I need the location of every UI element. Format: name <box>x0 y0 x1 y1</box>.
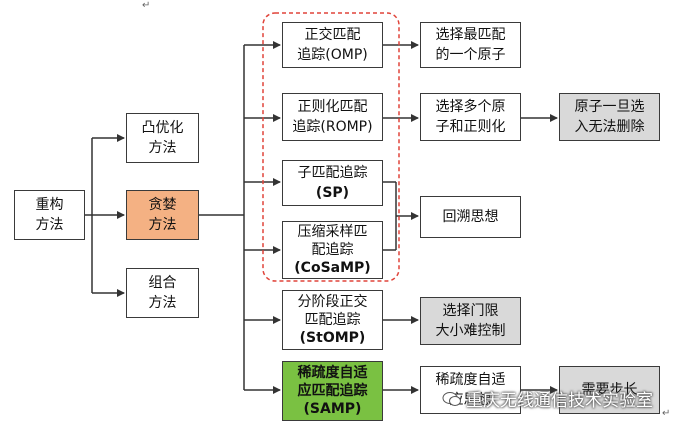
romp-desc-line2: 子和正则化 <box>435 119 506 135</box>
node-greedy: 贪婪 方法 <box>126 190 199 240</box>
node-convex: 凸优化 方法 <box>126 113 199 163</box>
stomp-line2: 匹配追踪 <box>304 312 361 328</box>
backtrack-line1: 回溯思想 <box>442 209 499 225</box>
node-samp: 稀疏度自适 应匹配追踪 (SAMP) <box>282 361 383 421</box>
convex-line1: 凸优化 <box>141 120 184 136</box>
greedy-line1: 贪婪 <box>148 197 177 213</box>
node-backtrack: 回溯思想 <box>420 196 521 238</box>
omp-desc-line2: 的一个原子 <box>435 47 506 63</box>
node-stomp: 分阶段正交 匹配追踪 (StOMP) <box>282 290 383 350</box>
paragraph-mark-bottom: ↵ <box>662 408 671 419</box>
watermark-text: 重庆无线通信技术实验室 <box>466 391 653 411</box>
combo-line2: 方法 <box>148 295 177 311</box>
stomp-drawback-line1: 选择门限 <box>442 303 499 319</box>
omp-line2: 追踪(OMP) <box>297 47 368 63</box>
node-samp-desc: 稀疏度自适 应思想 <box>420 366 521 414</box>
omp-desc-line1: 选择最匹配 <box>435 27 506 43</box>
node-omp-desc: 选择最匹配 的一个原子 <box>420 22 521 68</box>
node-romp-desc: 选择多个原 子和正则化 <box>420 93 521 141</box>
watermark: 重庆无线通信技术实验室 <box>442 386 653 411</box>
node-samp-drawback: 需要步长 <box>559 366 660 414</box>
samp-line2: 应匹配追踪 <box>297 383 368 399</box>
stomp-drawback-line2: 大小难控制 <box>435 323 506 339</box>
node-sp: 子匹配追踪 (SP) <box>282 160 383 206</box>
samp-line3: (SAMP) <box>303 401 362 417</box>
paragraph-mark-top: ↵ <box>142 0 151 11</box>
sp-line1: 子匹配追踪 <box>297 165 368 181</box>
convex-line2: 方法 <box>148 140 177 156</box>
node-omp: 正交匹配 追踪(OMP) <box>282 22 383 68</box>
omp-line1: 正交匹配 <box>304 27 361 43</box>
cosamp-line2: 配追踪 <box>311 242 354 258</box>
romp-drawback-line2: 入无法删除 <box>574 119 645 135</box>
samp-desc-line2: 应思想 <box>449 392 492 408</box>
greedy-group-dashed-frame <box>262 12 400 282</box>
greedy-line2: 方法 <box>148 217 177 233</box>
romp-desc-line1: 选择多个原 <box>435 99 506 115</box>
recon-line2: 方法 <box>35 217 64 233</box>
cosamp-line3: (CoSaMP) <box>294 260 371 276</box>
romp-drawback-line1: 原子一旦选 <box>574 99 645 115</box>
node-stomp-drawback: 选择门限 大小难控制 <box>420 297 521 345</box>
node-combo: 组合 方法 <box>126 268 199 318</box>
samp-drawback-line1: 需要步长 <box>581 382 638 398</box>
romp-line1: 正则化匹配 <box>297 99 368 115</box>
recon-line1: 重构 <box>35 197 64 213</box>
sp-line2: (SP) <box>315 185 350 201</box>
cosamp-line1: 压缩采样匹 <box>297 224 368 240</box>
wechat-icon <box>442 391 461 406</box>
samp-line1: 稀疏度自适 <box>297 365 368 381</box>
node-cosamp: 压缩采样匹 配追踪 (CoSaMP) <box>282 221 383 279</box>
stomp-line3: (StOMP) <box>299 330 366 346</box>
node-romp: 正则化匹配 追踪(ROMP) <box>282 93 383 141</box>
node-romp-drawback: 原子一旦选 入无法删除 <box>559 93 660 141</box>
stomp-line1: 分阶段正交 <box>297 294 368 310</box>
combo-line1: 组合 <box>148 275 177 291</box>
samp-desc-line1: 稀疏度自适 <box>435 372 506 388</box>
romp-line2: 追踪(ROMP) <box>292 119 373 135</box>
node-recon: 重构 方法 <box>14 190 85 240</box>
